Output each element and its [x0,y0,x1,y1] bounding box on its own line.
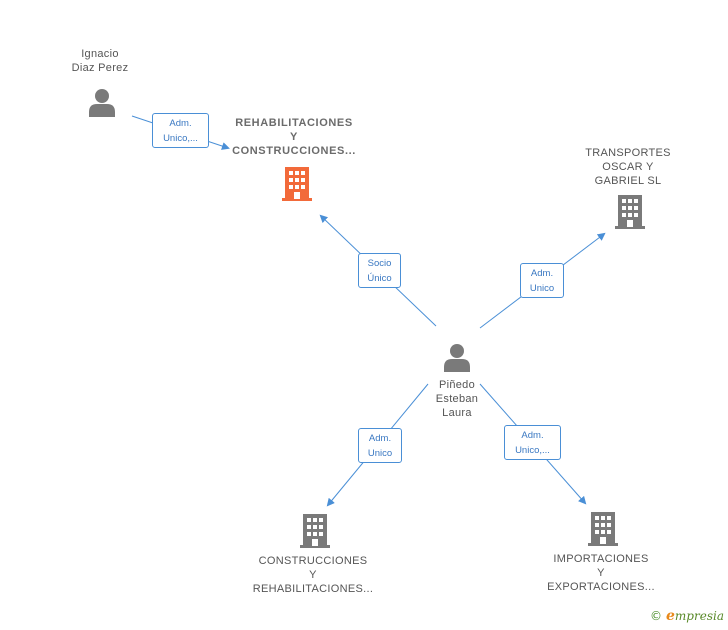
person-icon[interactable] [88,87,116,117]
node-label-importaciones[interactable]: IMPORTACIONES Y EXPORTACIONES... [547,553,655,593]
node-label-ignacio[interactable]: Ignacio Diaz Perez [71,48,129,74]
person-icon[interactable] [443,342,471,372]
edge-label-adm-unico[interactable]: Adm. Unico [520,263,564,298]
node-label-pinedo[interactable]: Piñedo Esteban Laura [435,379,479,419]
building-icon[interactable] [614,195,646,229]
edge-label-adm-unico[interactable]: Adm. Unico,... [152,113,209,148]
node-label-rehabilitaciones[interactable]: REHABILITACIONES Y CONSTRUCCIONES... [232,117,356,157]
building-icon[interactable] [299,514,331,548]
building-icon-highlight[interactable] [281,167,313,201]
building-icon[interactable] [587,512,619,546]
node-label-construcciones[interactable]: CONSTRUCCIONES Y REHABILITACIONES... [252,555,374,595]
edge-label-adm-unico[interactable]: Adm. Unico,... [504,425,561,460]
edge-label-adm-unico[interactable]: Adm. Unico [358,428,402,463]
empresia-logo: ©empresia [650,608,724,624]
edge-label-socio-unico[interactable]: Socio Único [358,253,401,288]
node-label-transportes[interactable]: TRANSPORTES OSCAR Y GABRIEL SL [585,147,671,187]
